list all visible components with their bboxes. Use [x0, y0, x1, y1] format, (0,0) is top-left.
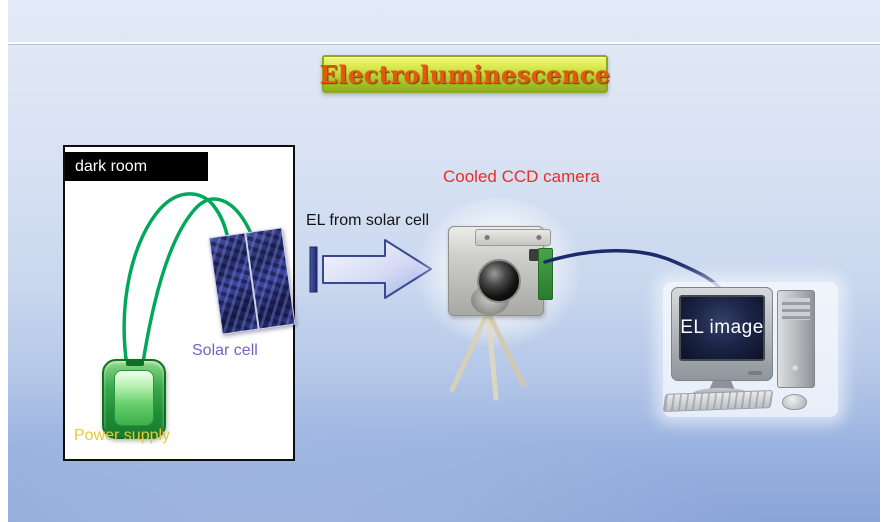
dark-room-label: dark room: [75, 157, 148, 175]
camera-lens: [477, 259, 521, 303]
camera-top-plate: [475, 229, 551, 246]
arrow-body: [322, 239, 432, 299]
el-arrow: [309, 239, 432, 299]
el-from-solar-cell-label: EL from solar cell: [306, 212, 429, 229]
el-image-label: EL image: [680, 317, 764, 338]
dark-room-box: dark room: [63, 145, 296, 461]
monitor-screen: EL image: [679, 295, 765, 361]
camera-cable: [543, 249, 726, 295]
title-banner: Electroluminescence: [319, 55, 611, 93]
cooled-ccd-camera-label: Cooled CCD camera: [443, 167, 600, 186]
dark-room-header: dark room: [65, 152, 208, 181]
mouse: [782, 394, 807, 410]
camera-body: [448, 226, 551, 316]
solar-cell-label: Solar cell: [192, 342, 258, 359]
divider-line: [8, 42, 880, 44]
page-title: Electroluminescence: [319, 59, 611, 89]
tower-drive-bays: [782, 298, 810, 320]
monitor-stand: [709, 381, 735, 390]
keyboard: [662, 390, 774, 412]
computer-photo: EL image: [662, 282, 838, 417]
slide-margin-left: [0, 0, 8, 522]
monitor: EL image: [671, 287, 773, 381]
tripod: [449, 309, 526, 401]
monitor-buttons: [748, 371, 762, 375]
power-supply-device: [102, 359, 166, 439]
power-supply-terminal: [126, 360, 144, 366]
computer-tower: [777, 290, 815, 388]
power-supply-panel: [114, 370, 154, 426]
solar-cell-photo: [208, 227, 296, 335]
arrow-source-bar: [309, 246, 318, 293]
power-supply-label: Power supply: [74, 427, 171, 444]
slide-margin-right: [880, 0, 888, 522]
tower-power-button: [792, 365, 800, 373]
